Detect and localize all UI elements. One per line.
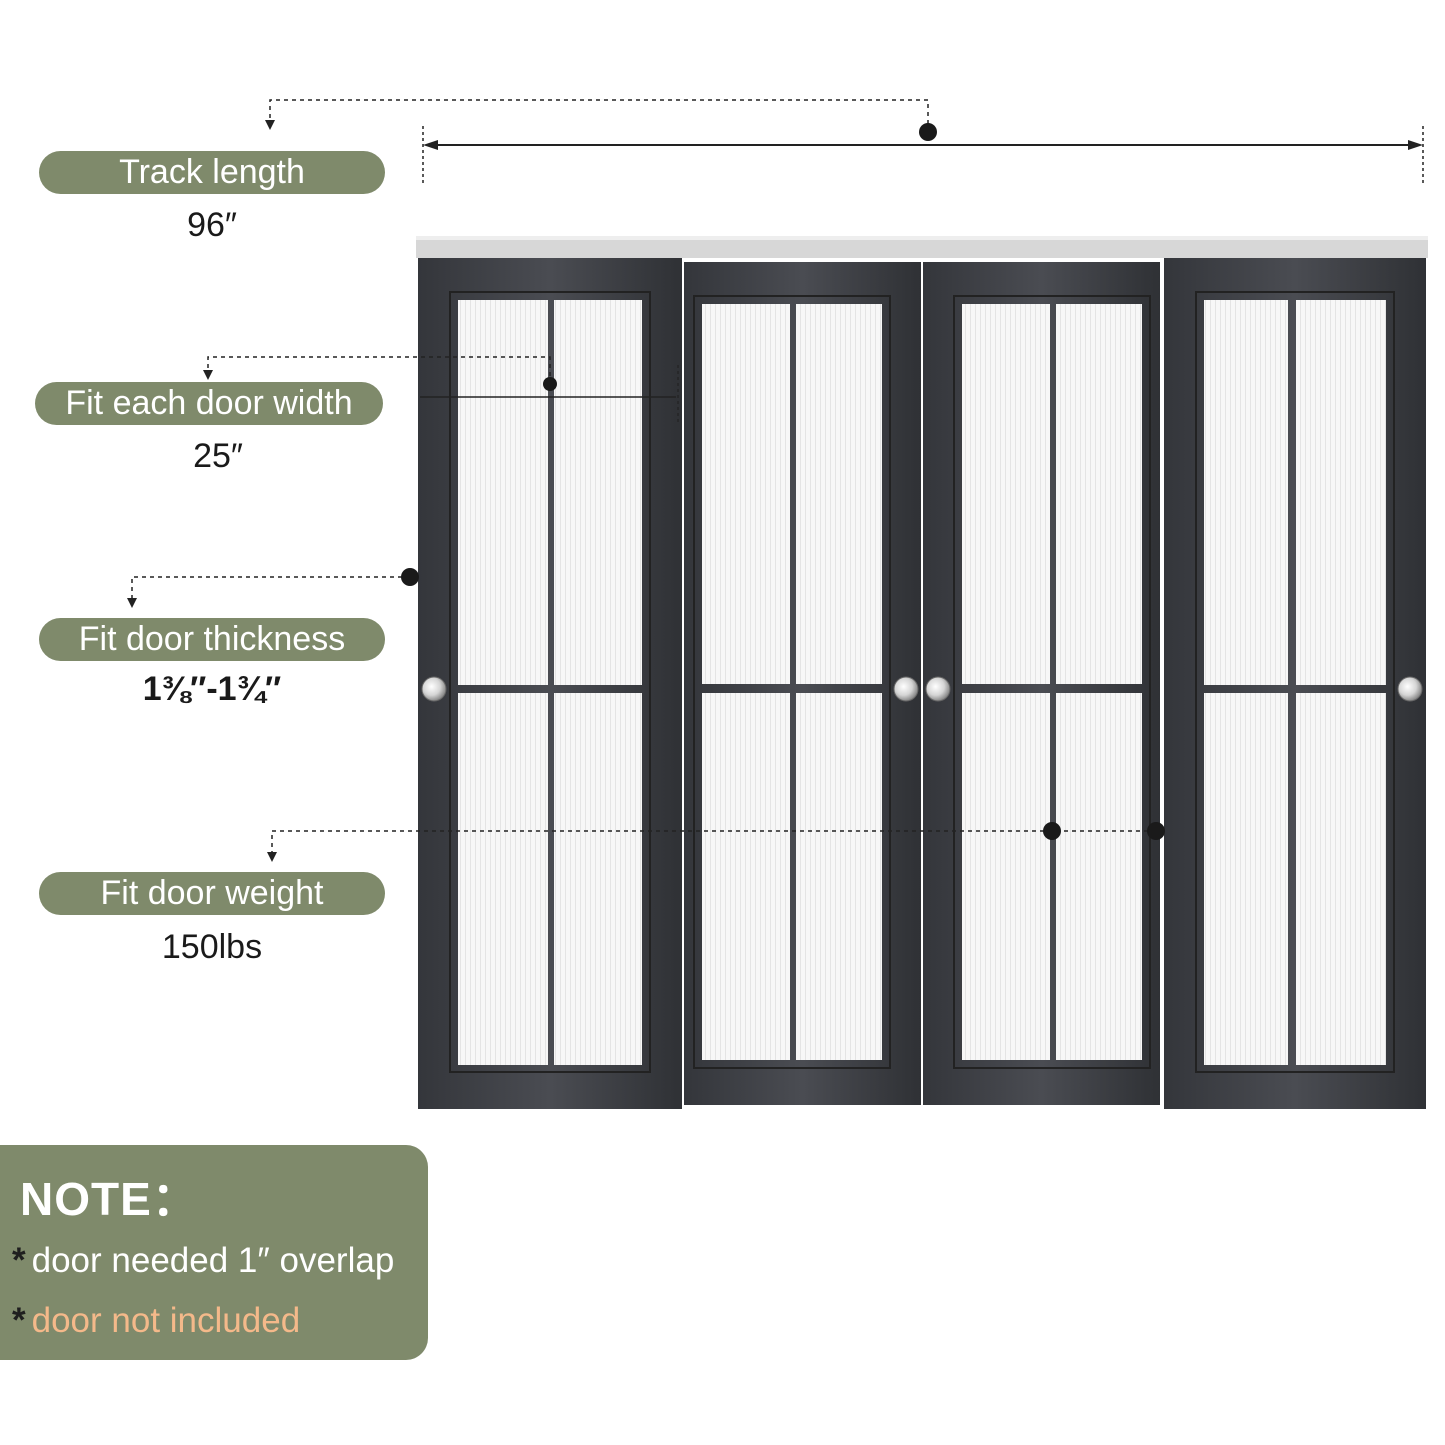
note-item-not-included: *door not included xyxy=(12,1301,300,1341)
door-knob-icon xyxy=(421,676,1423,702)
dimension-arrow-icon xyxy=(203,356,679,425)
note-item-text: door needed 1″ overlap xyxy=(31,1241,395,1280)
dimension-arrow-icon xyxy=(127,568,419,608)
note-title: NOTE： xyxy=(20,1173,199,1225)
door-thickness-label: Fit door thickness xyxy=(39,618,385,661)
door-thickness-value: 1⅜″-1¾″ xyxy=(142,670,282,708)
door-1 xyxy=(418,258,682,1109)
door-4 xyxy=(1164,258,1426,1109)
asterisk-bullet: * xyxy=(12,1241,26,1280)
door-weight-value: 150lbs xyxy=(161,928,263,966)
door-2 xyxy=(684,262,921,1105)
door-3 xyxy=(923,262,1160,1105)
door-weight-label: Fit door weight xyxy=(39,872,385,915)
note-box: NOTE： *door needed 1″ overlap *door not … xyxy=(0,1145,428,1360)
dimension-arrow-icon xyxy=(265,99,1424,184)
track-rail xyxy=(416,236,1428,258)
track-length-value: 96″ xyxy=(187,206,237,244)
dimension-arrow-icon xyxy=(267,822,1165,862)
asterisk-bullet: * xyxy=(12,1301,26,1340)
door-width-label: Fit each door width xyxy=(35,382,383,425)
door-width-value: 25″ xyxy=(193,437,243,475)
note-item-overlap: *door needed 1″ overlap xyxy=(12,1241,394,1281)
note-item-text: door not included xyxy=(31,1301,301,1340)
track-length-label: Track length xyxy=(39,151,385,194)
